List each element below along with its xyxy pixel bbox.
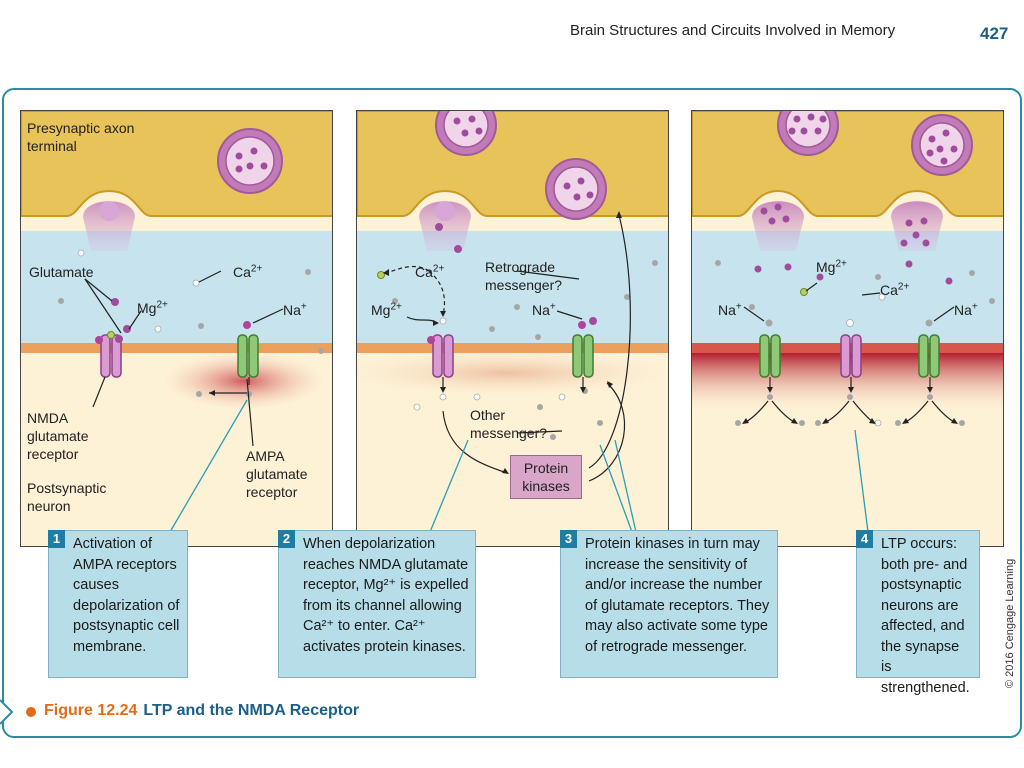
mg-label-3: Mg2+ bbox=[816, 258, 847, 275]
mg-label: Mg2+ bbox=[137, 299, 168, 316]
na-label-3b: Na+ bbox=[954, 301, 978, 318]
postsynaptic-label: Postsynaptic neuron bbox=[27, 480, 107, 514]
ca-label: Ca2+ bbox=[233, 263, 263, 280]
page-number: 427 bbox=[980, 24, 1009, 43]
step-4-text: LTP occurs: both pre- and postsynaptic n… bbox=[881, 536, 970, 696]
synaptic-vesicle-2 bbox=[911, 114, 973, 176]
panel-2-illustration bbox=[357, 111, 668, 546]
panel-3: Mg2+ Ca2+ Na+ Na+ bbox=[691, 110, 1004, 547]
ions bbox=[58, 269, 324, 397]
ampa-receptor-left bbox=[759, 319, 781, 378]
na-label-3a: Na+ bbox=[718, 301, 742, 318]
step-1-badge: 1 bbox=[48, 530, 65, 548]
panel-3-illustration bbox=[692, 111, 1003, 546]
ampa-receptor bbox=[237, 321, 259, 378]
na-label-2: Na+ bbox=[532, 301, 556, 318]
step-2-badge: 2 bbox=[278, 530, 295, 548]
synaptic-cleft bbox=[21, 231, 332, 343]
nmda-receptor bbox=[427, 334, 454, 378]
caption-notch-icon bbox=[0, 699, 14, 725]
label-leaders bbox=[84, 270, 284, 447]
step-2-box: 2 When depolarization reaches NMDA gluta… bbox=[278, 530, 476, 678]
panel-2: Ca2+ Mg2+ Na+ Retrograde messenger? Othe… bbox=[356, 110, 669, 547]
synaptic-vesicle bbox=[435, 111, 497, 156]
step-3-box: 3 Protein kinases in turn may increase t… bbox=[560, 530, 778, 678]
presynaptic-label: Presynaptic axon terminal bbox=[27, 120, 135, 154]
other-messenger-label: Other messenger? bbox=[470, 407, 548, 441]
nmda-receptor bbox=[95, 331, 122, 378]
ampa-receptor bbox=[572, 321, 594, 378]
ampa-receptor-right bbox=[918, 319, 940, 378]
glutamate-label: Glutamate bbox=[29, 264, 94, 280]
postsynaptic-membrane bbox=[21, 343, 332, 353]
figure-caption: Figure 12.24 LTP and the NMDA Receptor bbox=[44, 702, 359, 720]
ampa-label: AMPA glutamate receptor bbox=[246, 448, 308, 500]
calcium-ions bbox=[77, 249, 200, 333]
step-1-text: Activation of AMPA receptors causes depo… bbox=[73, 536, 180, 655]
figure-title: LTP and the NMDA Receptor bbox=[143, 702, 360, 719]
protein-kinases-box: Protein kinases bbox=[510, 455, 582, 499]
presynaptic-terminal bbox=[357, 111, 668, 217]
caption-bullet-icon bbox=[26, 707, 36, 717]
synaptic-vesicle bbox=[777, 111, 839, 156]
nmda-receptor bbox=[840, 319, 862, 378]
step-4-box: 4 LTP occurs: both pre- and postsynaptic… bbox=[856, 530, 980, 696]
step-4-badge: 4 bbox=[856, 530, 873, 548]
depolarization-zone bbox=[164, 353, 324, 409]
copyright-notice: © 2016 Cengage Learning bbox=[1004, 558, 1016, 688]
mg-label-2: Mg2+ bbox=[371, 301, 402, 318]
glutamate-molecules bbox=[111, 298, 131, 343]
figure-number: Figure 12.24 bbox=[44, 702, 138, 719]
retrograde-label: Retrograde messenger? bbox=[485, 259, 563, 293]
na-label: Na+ bbox=[283, 301, 307, 318]
synaptic-vesicle-2 bbox=[545, 158, 607, 220]
step-2-text: When depolarization reaches NMDA glutama… bbox=[303, 536, 469, 655]
ca-label-3: Ca2+ bbox=[880, 281, 910, 298]
expelled-mg bbox=[377, 271, 385, 279]
panel-1: Presynaptic axon terminal Glutamate Ca2+… bbox=[20, 110, 333, 547]
step-3-badge: 3 bbox=[560, 530, 577, 548]
step-3-text: Protein kinases in turn may increase the… bbox=[585, 536, 770, 655]
synaptic-vesicle bbox=[217, 128, 283, 194]
ca-label-2: Ca2+ bbox=[415, 263, 445, 280]
nmda-label: NMDA glutamate receptor bbox=[27, 410, 89, 462]
figure-frame bbox=[2, 88, 1022, 738]
running-title: Brain Structures and Circuits Involved i… bbox=[570, 22, 896, 39]
step-1-box: 1 Activation of AMPA receptors causes de… bbox=[48, 530, 188, 678]
